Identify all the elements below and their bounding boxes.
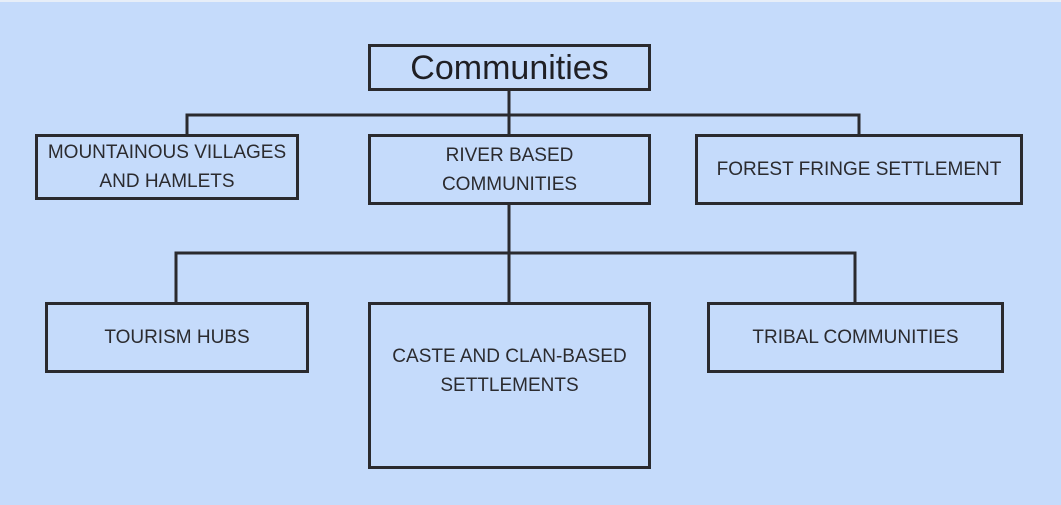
- node-label: TRIBAL COMMUNITIES: [752, 327, 959, 348]
- node-tourism-hubs: TOURISM HUBS: [45, 302, 309, 373]
- node-forest-fringe-settlement: FOREST FRINGE SETTLEMENT: [695, 134, 1023, 205]
- root-node-label: Communities: [410, 48, 609, 87]
- node-caste-clan-settlements: CASTE AND CLAN-BASED SETTLEMENTS: [368, 302, 651, 469]
- node-label: FOREST FRINGE SETTLEMENT: [716, 159, 1002, 180]
- node-tribal-communities: TRIBAL COMMUNITIES: [707, 302, 1004, 373]
- root-node-communities: Communities: [368, 44, 651, 91]
- node-label: MOUNTAINOUS VILLAGES AND HAMLETS: [47, 142, 287, 192]
- node-mountainous-villages: MOUNTAINOUS VILLAGES AND HAMLETS: [35, 134, 299, 200]
- top-divider: [0, 0, 1061, 2]
- node-river-based-communities: RIVER BASED COMMUNITIES: [368, 134, 651, 205]
- node-label: CASTE AND CLAN-BASED SETTLEMENTS: [392, 345, 627, 396]
- node-label: TOURISM HUBS: [104, 327, 250, 348]
- node-label: RIVER BASED COMMUNITIES: [441, 144, 578, 195]
